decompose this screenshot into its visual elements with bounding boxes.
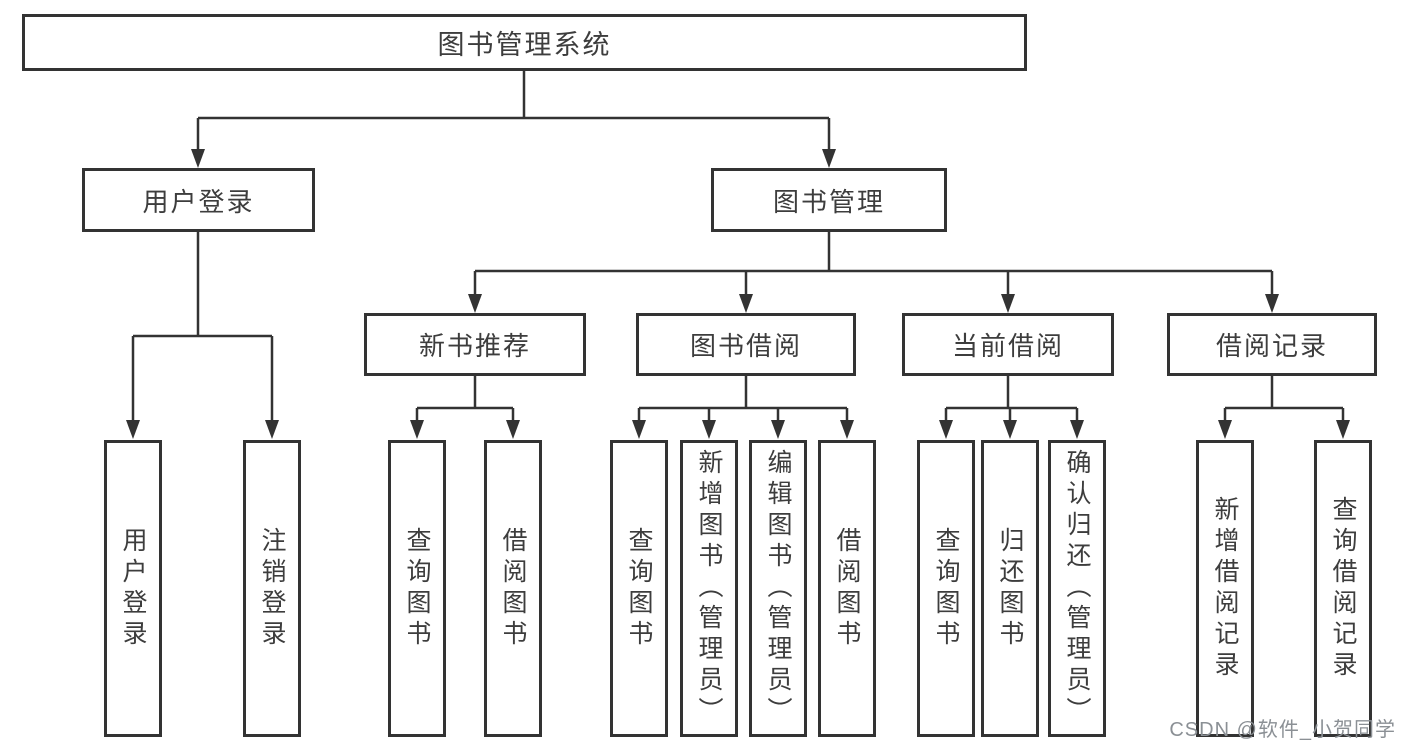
leaf-label: 查询借阅记录 [1329, 495, 1357, 682]
arrow-down-icon [939, 420, 953, 439]
node-label: 新书推荐 [418, 331, 531, 361]
node-book-management: 图书管理 [711, 168, 947, 232]
node-label: 当前借阅 [951, 331, 1064, 361]
arrow-down-icon [771, 420, 785, 439]
leaf-label: 编辑图书（管理员） [764, 449, 792, 728]
arrow-down-icon [1336, 420, 1350, 439]
arrow-down-icon [739, 294, 753, 313]
node-label: 用户登录 [142, 186, 255, 217]
arrow-down-icon [506, 420, 520, 439]
leaf-label: 归还图书 [996, 526, 1024, 651]
leaf-label: 注销登录 [258, 526, 286, 651]
csdn-watermark: CSDN @软件_小贺同学 [1169, 719, 1396, 741]
arrow-down-icon [1001, 294, 1015, 313]
arrow-down-icon [840, 420, 854, 439]
arrow-down-icon [191, 149, 205, 168]
leaf-add-borrow-record: 新增借阅记录 [1196, 440, 1254, 737]
node-library-management-system: 图书管理系统 [22, 14, 1027, 71]
leaf-logout: 注销登录 [243, 440, 301, 737]
node-current-borrowing: 当前借阅 [902, 313, 1114, 376]
leaf-borrow-books: 借阅图书 [818, 440, 876, 737]
leaf-label: 新增借阅记录 [1211, 495, 1239, 682]
leaf-user-login: 用户登录 [104, 440, 162, 737]
node-label: 借阅记录 [1215, 331, 1328, 361]
arrow-down-icon [822, 149, 836, 168]
leaf-query-books-current: 查询图书 [917, 440, 975, 737]
leaf-edit-books-admin: 编辑图书（管理员） [749, 440, 807, 737]
leaf-label: 确认归还（管理员） [1063, 449, 1091, 728]
leaf-label: 查询图书 [625, 526, 653, 651]
node-user-login: 用户登录 [82, 168, 315, 232]
leaf-confirm-return-admin: 确认归还（管理员） [1048, 440, 1106, 737]
node-label: 图书借阅 [689, 331, 802, 361]
arrow-down-icon [1265, 294, 1279, 313]
leaf-label: 查询图书 [932, 526, 960, 651]
arrow-down-icon [632, 420, 646, 439]
leaf-query-borrow-record: 查询借阅记录 [1314, 440, 1372, 737]
node-label: 图书管理系统 [437, 30, 612, 60]
leaf-label: 借阅图书 [833, 526, 861, 651]
arrow-down-icon [702, 420, 716, 439]
leaf-label: 查询图书 [403, 526, 431, 651]
arrow-down-icon [1070, 420, 1084, 439]
leaf-query-books-recommend: 查询图书 [388, 440, 446, 737]
leaf-add-books-admin: 新增图书（管理员） [680, 440, 738, 737]
node-label: 图书管理 [772, 186, 885, 217]
arrow-down-icon [468, 294, 482, 313]
leaf-query-books-borrow: 查询图书 [610, 440, 668, 737]
node-new-book-recommendation: 新书推荐 [364, 313, 586, 376]
leaf-label: 借阅图书 [499, 526, 527, 651]
arrow-down-icon [126, 420, 140, 439]
arrow-down-icon [1003, 420, 1017, 439]
leaf-label: 用户登录 [119, 526, 147, 651]
arrow-down-icon [410, 420, 424, 439]
leaf-borrow-books-recommend: 借阅图书 [484, 440, 542, 737]
arrow-down-icon [1218, 420, 1232, 439]
node-borrowing-records: 借阅记录 [1167, 313, 1377, 376]
leaf-label: 新增图书（管理员） [695, 449, 723, 728]
arrow-down-icon [265, 420, 279, 439]
node-book-borrowing: 图书借阅 [636, 313, 856, 376]
leaf-return-books: 归还图书 [981, 440, 1039, 737]
